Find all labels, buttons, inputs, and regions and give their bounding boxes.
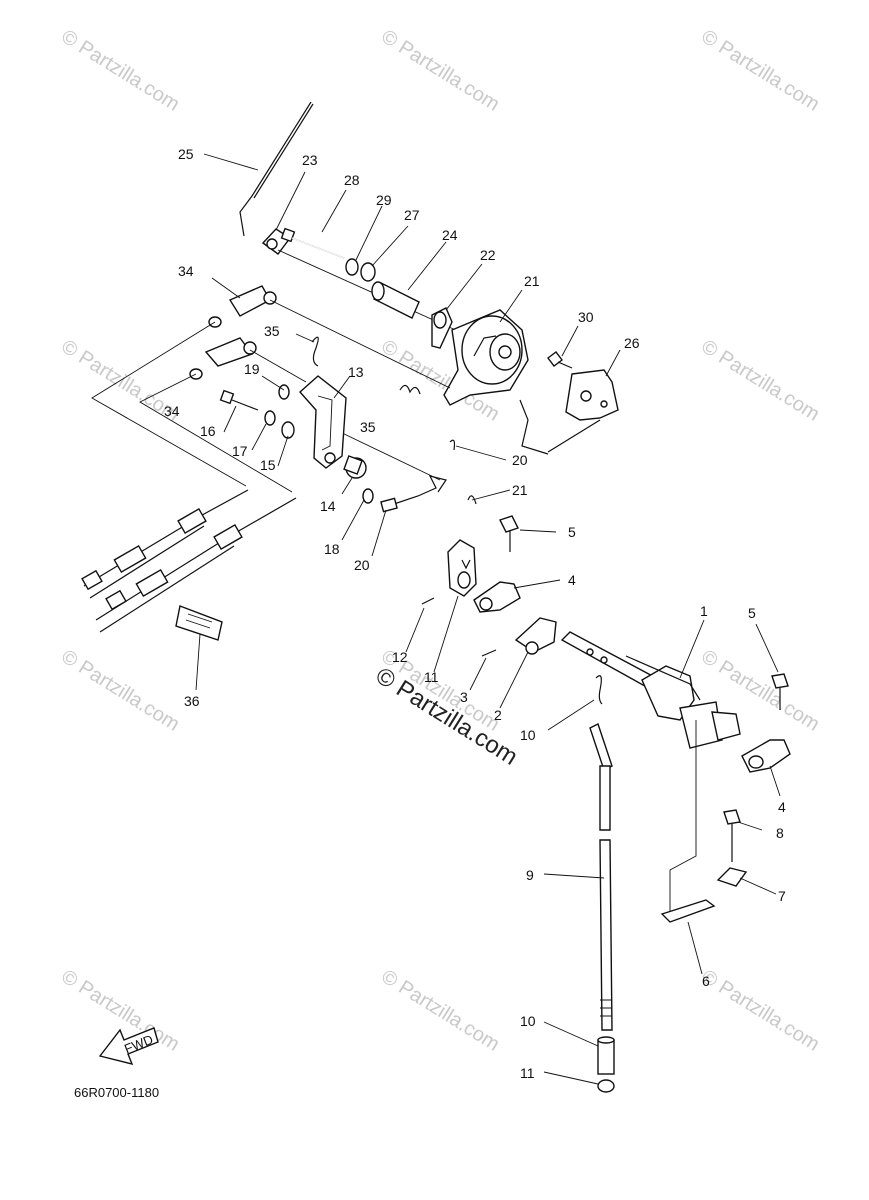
callout-18: 16 [200,423,216,439]
part-33-bolt [547,351,573,369]
part-5-right-bolt [771,673,789,710]
callout-4-right: 4 [778,799,786,815]
part-9-rod [589,723,613,1031]
part-13-lever [447,539,477,597]
part-8-bolt [723,809,741,862]
part-23-clip [467,495,477,505]
part-1-shift-shaft [560,631,741,749]
callout-34-lower: 34 [164,403,180,419]
part-21-lower-washer [362,488,374,504]
callout-5-right: 5 [748,605,756,621]
callout-9: 9 [526,867,534,883]
part-19-washer [264,410,276,426]
callout-19: 17 [232,443,248,459]
part-5-upper-bolt [499,515,519,552]
callout-4-upper: 4 [568,572,576,588]
callout-6: 6 [702,973,710,989]
part-30-washer [360,262,376,282]
part-17-washer [281,421,295,439]
callout-24: 21 [524,273,540,289]
callout-1: 1 [700,603,708,619]
callout-35-lower: 35 [360,419,376,435]
callout-33: 30 [578,309,594,325]
part-15-lever [299,375,347,469]
part-16-collar [343,455,367,479]
part-35-upper-clip [311,336,319,367]
callout-10: 10 [520,1013,536,1029]
callout-26: 23 [302,152,318,168]
callout-28: 25 [178,146,194,162]
watermark-10: © Partzilla.com [377,966,503,1056]
part-32-washer [345,258,359,276]
part-21-upper-washer [278,384,290,400]
watermark-11: © Partzilla.com [697,966,823,1056]
part-25-plate [431,307,453,349]
part-18-bolt [219,389,259,411]
callout-labels: 25 23 28 29 27 24 22 21 30 26 34 35 13 1… [164,146,786,1081]
callout-8: 8 [776,825,784,841]
part-2-bracket [514,617,557,655]
fwd-label: FWD [122,1032,155,1057]
callout-25: 22 [480,247,496,263]
callout-32: 29 [376,192,392,208]
part-24-cam [443,309,529,406]
callout-17: 15 [260,457,276,473]
part-4-upper-clamp [473,581,521,613]
callout-36: 36 [184,693,200,709]
callout-5-upper: 5 [568,524,576,540]
callout-16: 14 [320,498,336,514]
part-11-nut [597,1079,615,1093]
part-34-upper-cable-end [228,285,277,317]
part-27-collar [371,281,420,319]
callout-3: 3 [460,689,468,705]
part-12-clip [595,675,603,705]
part-3-pin [481,649,497,657]
part-35-lower-clip [399,384,421,395]
watermark-5: © Partzilla.com [697,336,823,426]
callout-12: 10 [520,727,536,743]
callout-20: 20 [354,557,370,573]
watermark-2: © Partzilla.com [697,26,823,116]
callout-21-lower: 18 [324,541,340,557]
watermark-1: © Partzilla.com [377,26,503,116]
callout-15: 13 [348,364,364,380]
part-36-label [175,605,223,641]
callout-21-upper: 19 [244,361,260,377]
callout-23: 21 [512,482,528,498]
callout-35-upper: 35 [264,323,280,339]
part-6-plate [660,899,716,923]
part-34-lower-cable-end [204,337,257,367]
part-10-collar [597,1036,615,1075]
callout-34-upper: 34 [178,263,194,279]
callout-30: 27 [404,207,420,223]
drawing-code: 66R0700-1180 [74,1085,159,1100]
callout-27: 24 [442,227,458,243]
callout-7: 7 [778,888,786,904]
callout-22: 20 [512,452,528,468]
callout-2: 2 [494,707,502,723]
part-20-link [380,475,447,513]
part-4-right-clamp [741,739,791,773]
part-28-link-rod [239,101,314,237]
part-22-clip [449,439,456,451]
callout-31: 28 [344,172,360,188]
control-cables [81,489,297,633]
part-29-bracket [519,369,619,455]
watermark-0: © Partzilla.com [57,26,183,116]
part-14-pin [421,597,435,605]
part-31-bolt [280,227,345,259]
callout-leaders [195,153,781,1085]
watermark-6: © Partzilla.com [57,646,183,736]
callout-14: 12 [392,649,408,665]
callout-11: 11 [520,1065,535,1081]
callout-13: 11 [424,669,439,685]
part-7-bracket [716,867,748,887]
callout-29: 26 [624,335,640,351]
fwd-arrow-icon: FWD [98,1027,159,1066]
